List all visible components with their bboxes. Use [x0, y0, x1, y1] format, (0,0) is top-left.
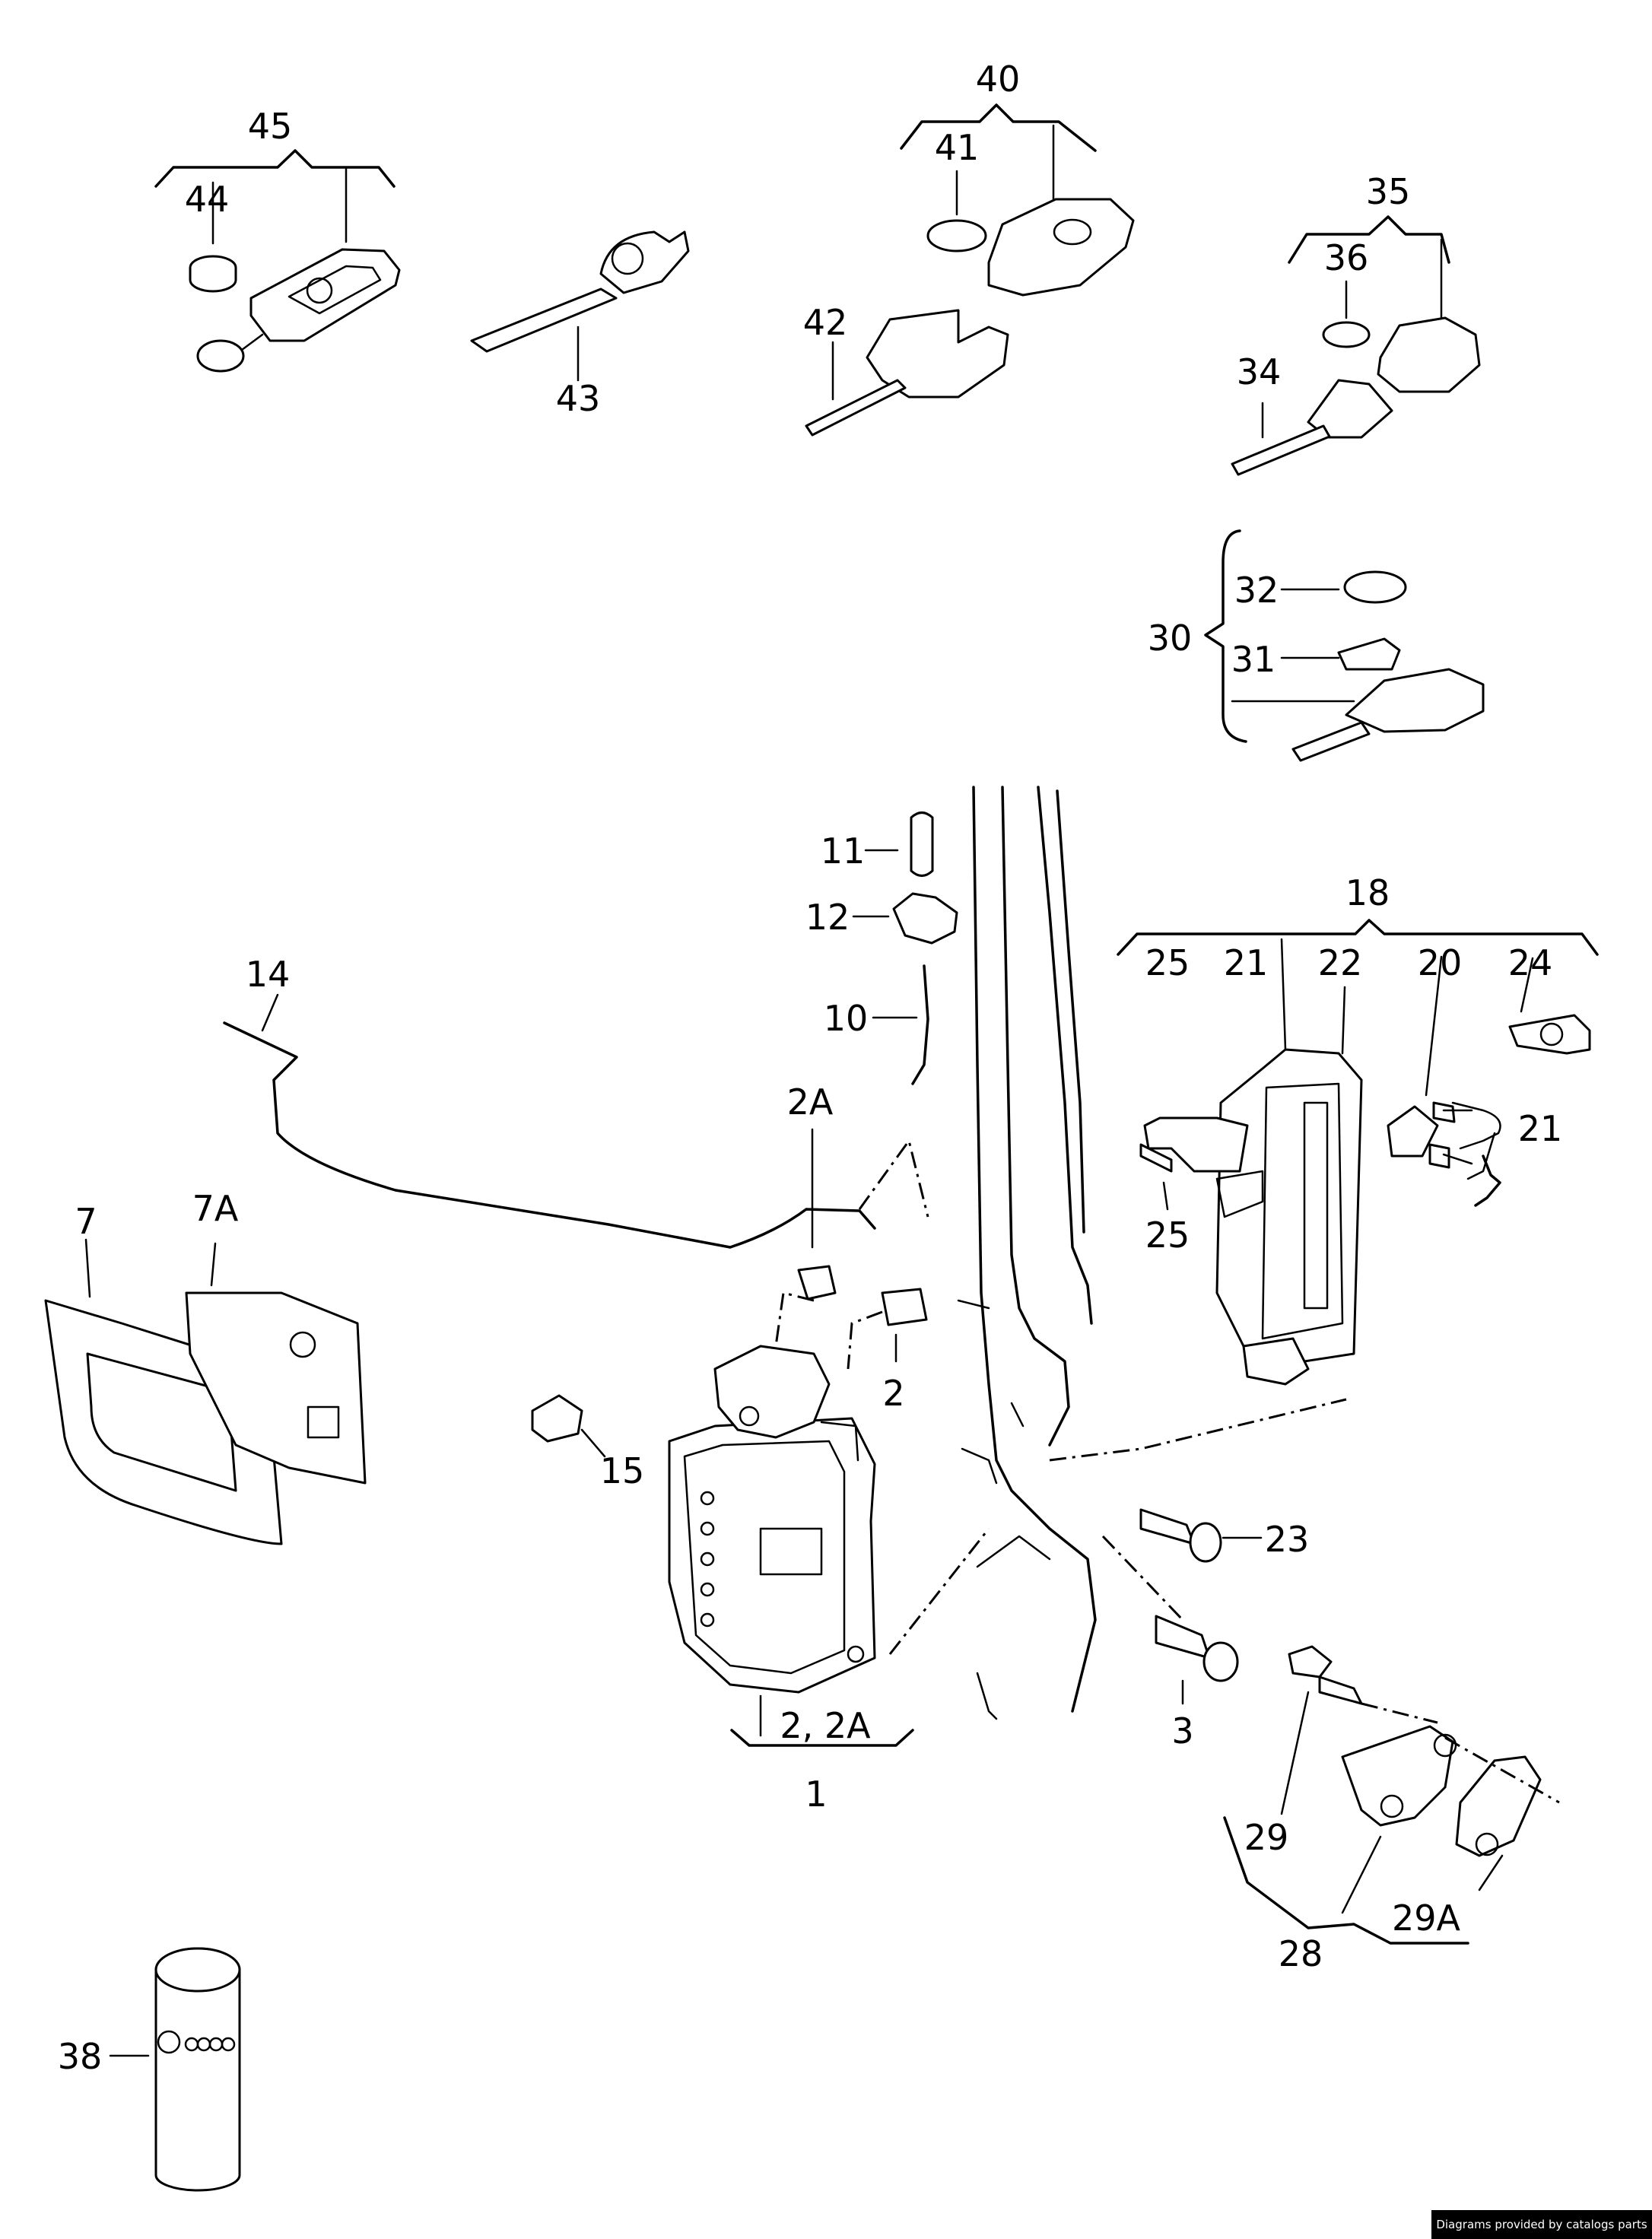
callout-28: 28 [1279, 1933, 1323, 1974]
key-blade-43 [470, 230, 690, 382]
leader-lines [1442, 1109, 1473, 1165]
callout-21-right: 21 [1518, 1108, 1563, 1149]
door-pillar [858, 786, 1347, 1720]
parts-11-12-10 [852, 811, 958, 1085]
screw-3 [1101, 1535, 1239, 1705]
callout-31: 31 [1231, 639, 1276, 680]
screw-23 [1139, 1508, 1263, 1563]
callout-41: 41 [935, 127, 980, 168]
key-assembly-40 [805, 103, 1135, 437]
callout-7: 7 [75, 1201, 97, 1242]
callout-12: 12 [805, 897, 850, 938]
callout-20: 20 [1418, 942, 1463, 983]
callout-43: 43 [556, 378, 601, 419]
callout-25-top: 25 [1145, 942, 1190, 983]
spray-can-38 [109, 1947, 241, 2192]
rod-14 [223, 993, 876, 1249]
callout-40: 40 [976, 59, 1021, 100]
callout-42: 42 [803, 302, 848, 343]
callout-2-2A: 2, 2A [780, 1705, 871, 1746]
callout-labels: 45 44 43 40 41 42 35 36 34 32 30 31 11 1… [58, 59, 1563, 2077]
callout-45: 45 [248, 106, 293, 147]
callout-3: 3 [1171, 1710, 1193, 1752]
door-lock-1 [668, 1345, 990, 1747]
remote-key-45 [154, 149, 401, 373]
callout-23: 23 [1265, 1519, 1310, 1560]
callout-25-bottom: 25 [1145, 1215, 1190, 1256]
callout-24: 24 [1508, 942, 1553, 983]
callout-36: 36 [1324, 237, 1369, 278]
callout-38: 38 [58, 2036, 103, 2077]
callout-32: 32 [1234, 570, 1279, 611]
door-handle-18 [1117, 919, 1599, 1386]
callout-2: 2 [882, 1373, 904, 1414]
callout-15: 15 [600, 1450, 645, 1491]
callout-18: 18 [1345, 872, 1390, 913]
clip-15 [531, 1394, 606, 1458]
callout-44: 44 [185, 179, 230, 220]
callout-29: 29 [1244, 1817, 1289, 1858]
callout-10: 10 [824, 998, 869, 1039]
callout-1: 1 [805, 1774, 827, 1815]
credit-banner: Diagrams provided by catalogs parts [1431, 2210, 1652, 2239]
key-assembly-35 [1231, 215, 1481, 476]
callout-30: 30 [1148, 618, 1193, 659]
callout-29A: 29A [1392, 1898, 1461, 1939]
bracket-21 [1474, 1154, 1501, 1207]
callout-11: 11 [821, 830, 866, 872]
callout-22: 22 [1318, 942, 1363, 983]
callout-34: 34 [1237, 351, 1282, 392]
callout-14: 14 [246, 954, 291, 995]
key-assembly-30 [1204, 529, 1485, 762]
callout-2A: 2A [787, 1081, 834, 1123]
callout-7A: 7A [192, 1188, 239, 1229]
callout-35: 35 [1366, 171, 1411, 212]
trim-7-7A [44, 1238, 367, 1545]
clips-2-2A [774, 1128, 928, 1370]
striker-28 [1223, 1645, 1560, 1945]
callout-21-top: 21 [1224, 942, 1269, 983]
